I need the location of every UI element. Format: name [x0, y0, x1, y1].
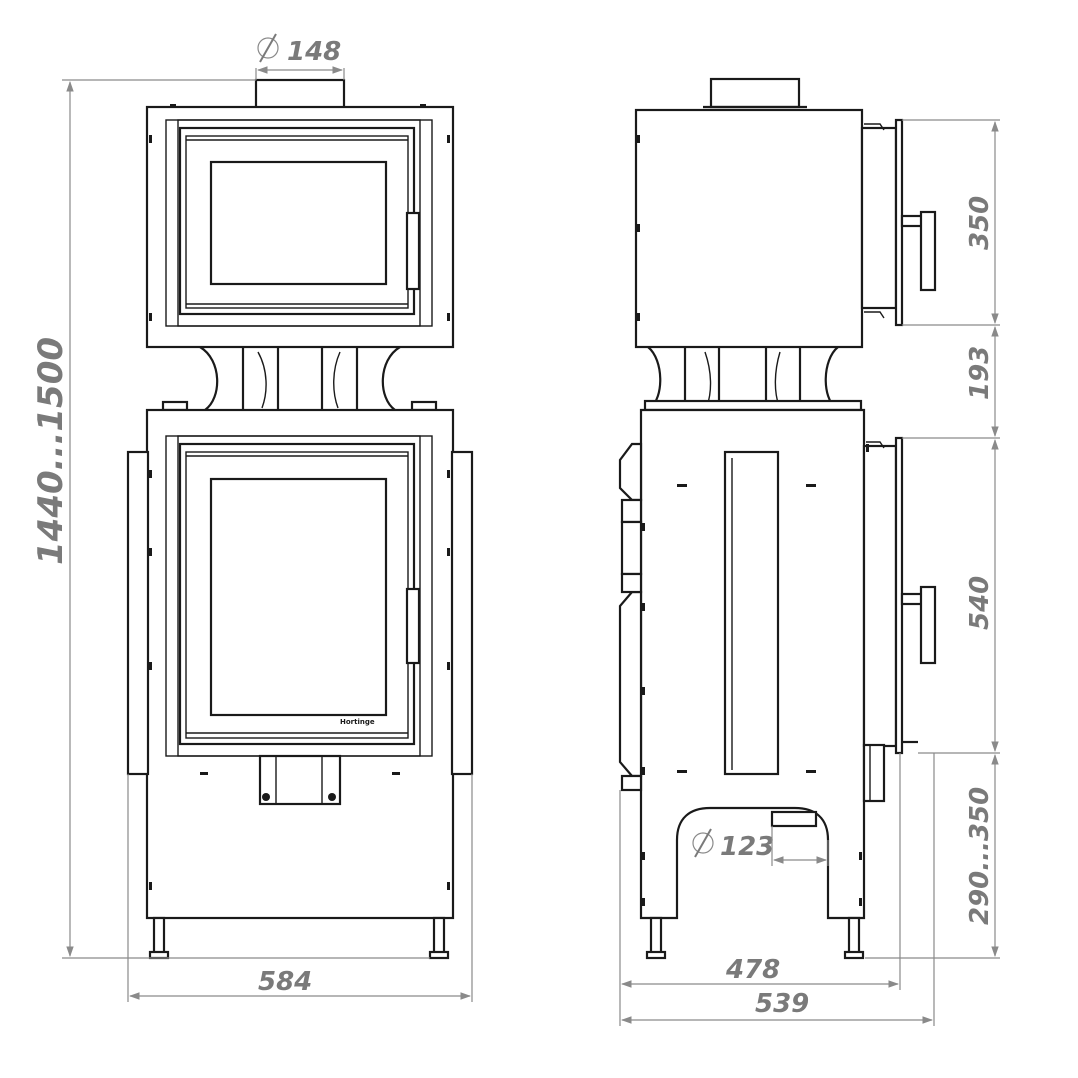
dim-lower-door: 540 [965, 576, 995, 630]
brand-plate: Hortinge [340, 718, 375, 726]
side-lower-body [639, 408, 866, 920]
side-flue-collar [709, 77, 801, 109]
side-connector [643, 346, 863, 412]
front-connector [161, 346, 438, 412]
dim-depth-total: 539 [755, 989, 809, 1019]
side-upper-handle [919, 210, 937, 292]
front-upper-body [145, 105, 455, 349]
dim-gap: 193 [965, 346, 995, 400]
dim-base: 290...350 [965, 787, 995, 925]
dim-total-height: 1440...1500 [31, 337, 71, 565]
dim-depth-inner: 478 [725, 955, 780, 985]
front-left-panel [126, 450, 150, 776]
dim-flue-side: 123 [720, 832, 774, 862]
side-window [723, 450, 780, 776]
front-dimensions: 148 1440...1500 584 [31, 33, 473, 1002]
dim-upper-door: 350 [965, 196, 995, 250]
side-view [618, 77, 937, 960]
front-feet [148, 916, 450, 960]
dim-flue-front: 148 [287, 37, 341, 67]
side-upper-body [634, 108, 864, 349]
side-panel-top [618, 442, 643, 502]
front-lower-body [145, 408, 455, 920]
front-upper-handle [405, 211, 421, 291]
front-upper-glass [209, 160, 388, 286]
front-view: Hortinge [126, 78, 474, 960]
side-ash-drawer [862, 743, 886, 803]
dim-width-front: 584 [258, 967, 312, 997]
front-flue-collar [254, 78, 346, 110]
front-right-panel [450, 450, 474, 776]
side-lower-handle [919, 585, 937, 665]
side-feet [645, 916, 865, 960]
front-lower-handle [405, 587, 421, 665]
front-lower-glass [209, 477, 388, 717]
front-ash-drawer [258, 754, 342, 806]
side-dimensions: 123 350 193 540 290...350 478 539 [619, 119, 1000, 1026]
